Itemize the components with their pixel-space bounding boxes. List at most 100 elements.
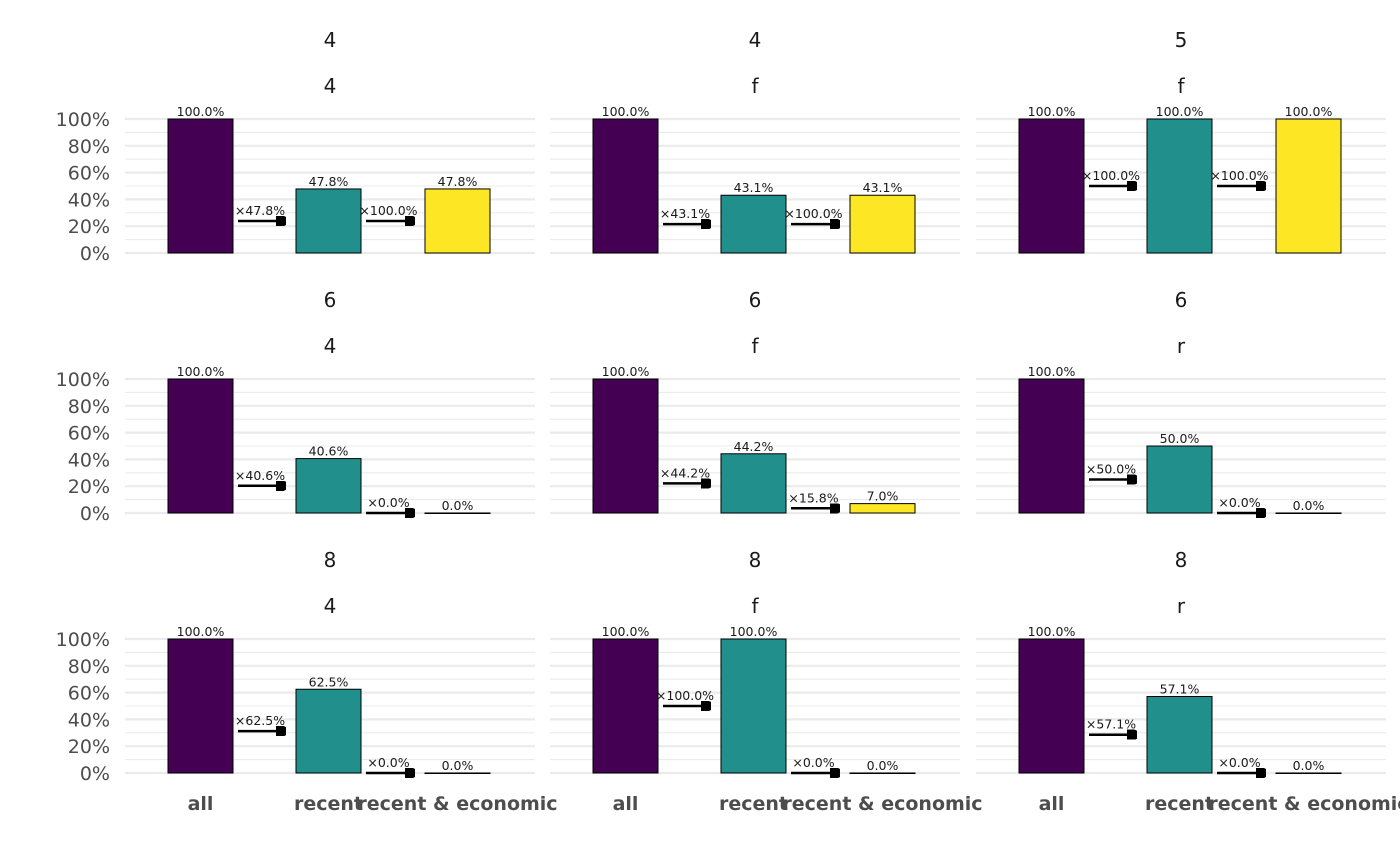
y-tick-label: 80%	[68, 656, 110, 678]
transition-multiplier-label: ×100.0%	[359, 203, 417, 218]
y-tick-label: 80%	[68, 136, 110, 158]
transition-multiplier-label: ×0.0%	[792, 755, 834, 770]
bar	[592, 378, 659, 514]
facet-strip-top: 8	[1175, 548, 1188, 572]
bar	[424, 512, 491, 514]
bar-value-label: 100.0%	[1028, 104, 1076, 119]
bar-value-label: 0.0%	[867, 758, 899, 773]
facet-panel: 4 f 100.0% 43.1% 43.1% ×43.1% ×100.0%	[550, 28, 960, 255]
facet-strip-bottom: f	[751, 74, 759, 98]
bar-value-label: 43.1%	[734, 180, 774, 195]
y-tick-label: 40%	[68, 189, 110, 211]
facet-strip-bottom: 4	[324, 594, 337, 618]
y-tick-label: 60%	[68, 423, 110, 445]
transition-multiplier-label: ×40.6%	[235, 468, 285, 483]
bar	[592, 638, 659, 774]
x-tick-label: recent	[294, 793, 363, 815]
y-tick-label: 40%	[68, 709, 110, 731]
bar-value-label: 7.0%	[867, 489, 899, 504]
y-tick-label: 80%	[68, 396, 110, 418]
transition-multiplier-label: ×0.0%	[1218, 495, 1260, 510]
bar	[592, 118, 659, 254]
y-tick-label: 0%	[80, 763, 110, 785]
bar-value-label: 47.8%	[438, 174, 478, 189]
bar	[849, 503, 916, 514]
bar-value-label: 44.2%	[734, 439, 774, 454]
facet-strip-top: 4	[324, 28, 337, 52]
y-tick-label: 100%	[56, 109, 110, 131]
facet-strip-top: 8	[324, 548, 337, 572]
bar-value-label: 43.1%	[863, 180, 903, 195]
bar	[1018, 638, 1085, 774]
bar	[1146, 445, 1213, 514]
facet-strip-top: 6	[324, 288, 337, 312]
bar	[720, 453, 787, 514]
bar-value-label: 62.5%	[309, 674, 349, 689]
facet-strip-top: 8	[749, 548, 762, 572]
transition-multiplier-label: ×100.0%	[1210, 168, 1268, 183]
facet-strip-bottom: r	[1177, 334, 1186, 358]
transition-multiplier-label: ×100.0%	[1082, 168, 1140, 183]
x-tick-label: recent & economic	[1208, 793, 1400, 815]
y-tick-label: 60%	[68, 163, 110, 185]
transition-multiplier-label: ×0.0%	[367, 495, 409, 510]
bar-value-label: 100.0%	[730, 624, 778, 639]
bar-value-label: 100.0%	[177, 364, 225, 379]
bar	[295, 458, 362, 514]
facet-strip-bottom: f	[751, 594, 759, 618]
x-tick-label: recent	[719, 793, 788, 815]
facet-strip-top: 4	[749, 28, 762, 52]
facet-strip-top: 6	[749, 288, 762, 312]
bar	[1275, 512, 1342, 514]
facet-panel: 8 f 100.0% 100.0% 0.0% ×100.0% ×0.0% all recentr…	[550, 548, 983, 815]
bar	[720, 638, 787, 774]
y-tick-label: 20%	[68, 216, 110, 238]
y-tick-label: 0%	[80, 243, 110, 265]
y-tick-label: 0%	[80, 503, 110, 525]
bar	[167, 638, 234, 774]
facet-strip-bottom: 4	[324, 74, 337, 98]
transition-multiplier-label: ×100.0%	[784, 206, 842, 221]
transition-multiplier-label: ×44.2%	[660, 465, 710, 480]
transition-multiplier-label: ×62.5%	[235, 713, 285, 728]
transition-multiplier-label: ×57.1%	[1086, 717, 1136, 732]
facet-strip-top: 6	[1175, 288, 1188, 312]
transition-multiplier-label: ×43.1%	[660, 206, 710, 221]
x-tick-label: all	[1039, 793, 1065, 815]
facet-panel: 6 4 100.0% 40.6% 0.0% ×40.6% ×0.0%	[125, 288, 535, 514]
facet-strip-bottom: 4	[324, 334, 337, 358]
facet-strip-bottom: r	[1177, 594, 1186, 618]
bar	[424, 188, 491, 254]
bar-value-label: 47.8%	[309, 174, 349, 189]
x-tick-label: all	[188, 793, 214, 815]
bar-value-label: 100.0%	[602, 624, 650, 639]
bar	[1146, 118, 1213, 254]
bar-value-label: 100.0%	[602, 364, 650, 379]
transition-multiplier-label: ×47.8%	[235, 203, 285, 218]
bar	[167, 378, 234, 514]
bar-value-label: 0.0%	[1293, 758, 1325, 773]
transition-multiplier-label: ×15.8%	[788, 490, 838, 505]
bar	[295, 688, 362, 774]
transition-multiplier-label: ×100.0%	[656, 688, 714, 703]
bar-value-label: 100.0%	[177, 624, 225, 639]
bar	[295, 188, 362, 254]
y-tick-label: 20%	[68, 476, 110, 498]
bar-value-label: 40.6%	[309, 444, 349, 459]
bar	[849, 194, 916, 254]
bar-value-label: 100.0%	[1285, 104, 1333, 119]
transition-multiplier-label: ×0.0%	[1218, 755, 1260, 770]
x-tick-label: all	[613, 793, 639, 815]
bar-value-label: 100.0%	[177, 104, 225, 119]
x-tick-label: recent & economic	[782, 793, 982, 815]
bar-value-label: 0.0%	[442, 498, 474, 513]
y-tick-label: 20%	[68, 736, 110, 758]
y-tick-label: 100%	[56, 369, 110, 391]
bar-value-label: 100.0%	[602, 104, 650, 119]
